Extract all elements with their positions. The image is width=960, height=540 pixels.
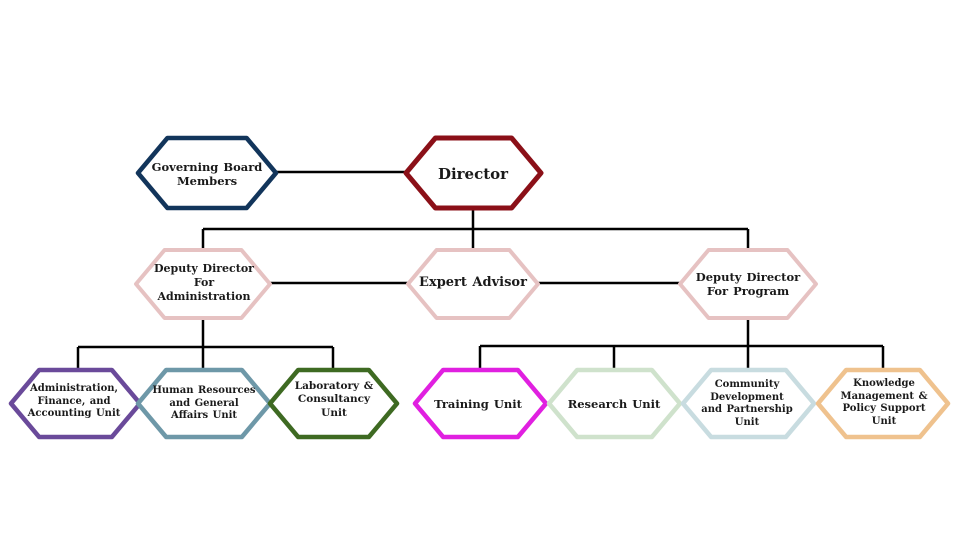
laboratory-unit-node [267, 367, 400, 440]
expert-advisor-node [406, 248, 540, 320]
training-unit-label: Training Unit [434, 396, 522, 411]
deputy-admin-label: Deputy Director For Administration [154, 262, 254, 303]
expert-advisor-label: Expert Advisor [419, 274, 527, 290]
community-unit-label: Community Development and Partnership Un… [701, 379, 793, 428]
admin-finance-unit-label: Administration, Finance, and Accounting … [27, 383, 121, 420]
research-unit-node [546, 367, 683, 440]
training-unit-node [412, 367, 549, 440]
governing-board-label: Governing Board Members [151, 159, 263, 188]
hr-general-unit-label: Human Resources and General Affairs Unit [152, 385, 256, 422]
deputy-program-node [678, 248, 818, 320]
community-unit-node [680, 367, 817, 440]
laboratory-unit-label: Laboratory & Consultancy Unit [294, 380, 374, 419]
research-unit-label: Research Unit [567, 396, 661, 411]
knowledge-unit-label: Knowledge Management & Policy Support Un… [840, 378, 928, 427]
governing-board-node [135, 135, 279, 211]
knowledge-unit-node [815, 367, 951, 440]
director-label: Director [437, 164, 509, 183]
deputy-admin-node [134, 248, 272, 320]
deputy-program-label: Deputy Director For Program [695, 269, 801, 298]
director-node [403, 135, 544, 211]
